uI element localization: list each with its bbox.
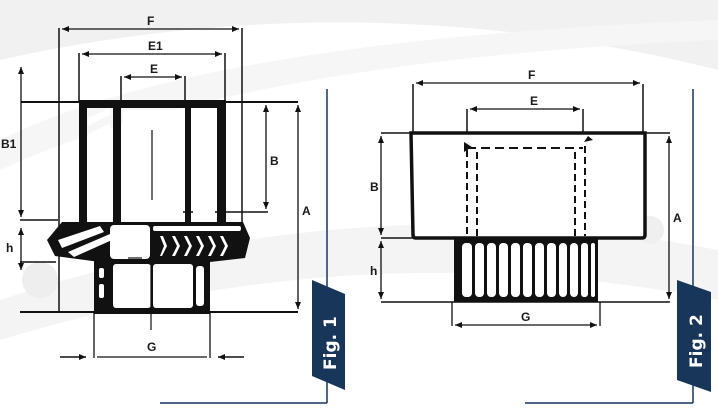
- dim-label-G: G: [147, 340, 156, 354]
- dim-label-G: G: [521, 310, 530, 324]
- dim-label-F: F: [147, 14, 154, 28]
- figure-1-badge: [312, 280, 345, 390]
- figure-2-badge: [677, 280, 711, 392]
- dim-label-F: F: [528, 68, 535, 82]
- dim-label-h: h: [6, 241, 13, 255]
- dim-label-B1: B1: [1, 137, 17, 151]
- dim-label-E1: E1: [148, 39, 163, 53]
- figure-2: F E B A h G: [370, 68, 682, 328]
- dim-label-B: B: [270, 154, 279, 168]
- figure-2-frame: Fig. 2: [525, 89, 711, 404]
- rivet-nut-flat-head: [409, 131, 647, 240]
- figure-1-caption: Fig. 1: [321, 316, 341, 370]
- figure-1-frame: Fig. 1: [160, 89, 345, 404]
- dim-label-E: E: [530, 94, 538, 108]
- dim-label-B: B: [370, 180, 379, 194]
- dim-label-h: h: [370, 264, 377, 278]
- figure-1: F E1 E B1 B A h G: [1, 14, 311, 360]
- dim-label-E: E: [150, 62, 158, 76]
- dim-label-A: A: [673, 211, 682, 225]
- figure-2-caption: Fig. 2: [687, 314, 707, 368]
- dim-label-A: A: [302, 204, 311, 218]
- rivet-nut-knurled-shank: [454, 238, 598, 302]
